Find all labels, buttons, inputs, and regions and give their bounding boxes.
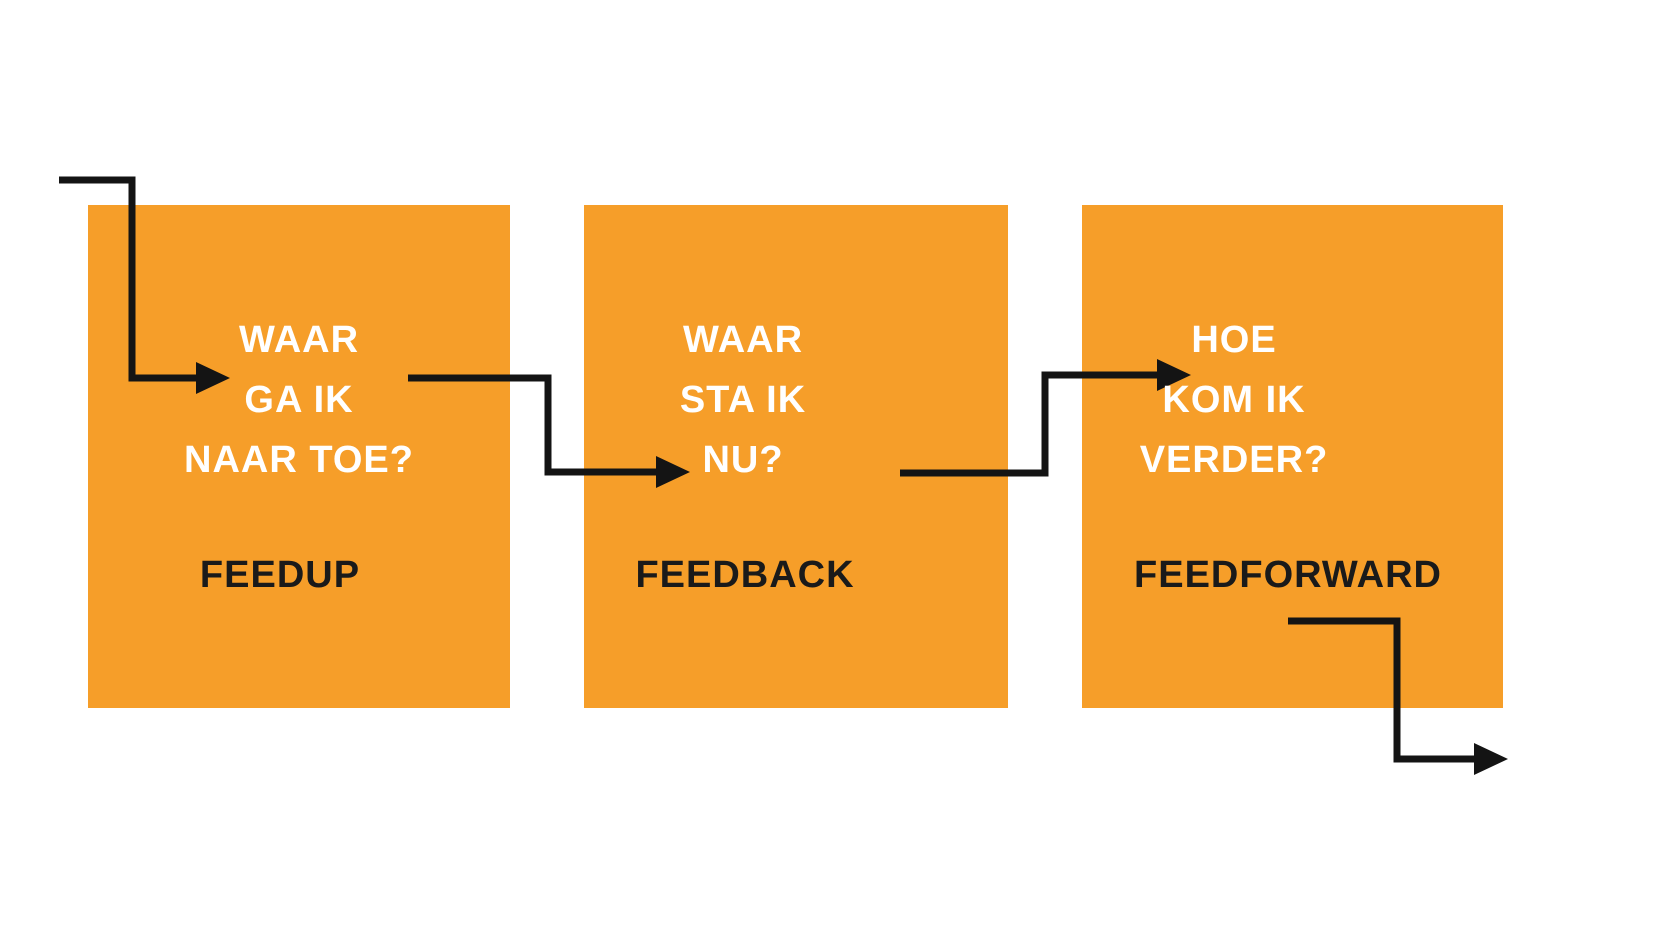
feedforward-question-line-3: VERDER? — [1139, 439, 1329, 481]
feedforward-question-line-1: HOE — [1191, 319, 1277, 361]
feedback-question-line-2: STA IK — [679, 379, 807, 421]
feedup-question-line-1: WAAR — [238, 319, 360, 361]
feedback-question: WAAR STA IK NU? — [543, 310, 943, 490]
feedforward-label: FEEDFORWARD — [1134, 554, 1442, 596]
feedup-label: FEEDUP — [199, 554, 361, 596]
feedback-label: FEEDBACK — [635, 554, 855, 596]
feedup-question: WAAR GA IK NAAR TOE? — [99, 310, 499, 490]
feedup-question-line-3: NAAR TOE? — [184, 439, 414, 481]
feedback-question-line-3: NU? — [702, 439, 784, 481]
feedforward-question: HOE KOM IK VERDER? — [1034, 310, 1434, 490]
feedforward-question-line-2: KOM IK — [1162, 379, 1306, 421]
feedup-question-line-2: GA IK — [244, 379, 354, 421]
feedback-question-line-1: WAAR — [682, 319, 804, 361]
